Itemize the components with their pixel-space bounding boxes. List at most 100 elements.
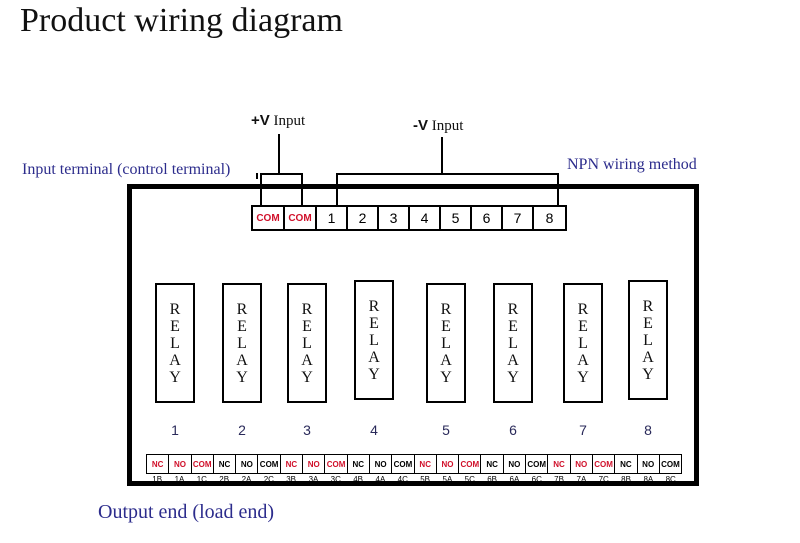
input-terminal-8: 8 <box>545 210 554 226</box>
relay-letter: L <box>170 334 180 352</box>
relay-letter: A <box>301 351 313 369</box>
input-terminal-com-1: COM <box>253 207 285 229</box>
output-terminal-label: 7C <box>598 475 609 484</box>
output-terminal-label: 2A <box>241 475 252 484</box>
relay-letter: A <box>368 348 380 366</box>
output-terminal-label: 3A <box>308 475 319 484</box>
relay-letter: E <box>578 317 588 335</box>
output-terminal-nc: NC <box>147 455 170 473</box>
output-terminal-com: COM <box>459 455 482 473</box>
output-terminal-label: 8B <box>621 475 631 484</box>
relay-letter: E <box>302 317 312 335</box>
relay-letter: L <box>369 331 379 349</box>
relay-number-4: 4 <box>370 422 378 438</box>
plus-v-sign: +V <box>251 112 270 129</box>
relay-letter: A <box>169 351 181 369</box>
output-terminal-nc: NC <box>348 455 370 473</box>
relay-number-8: 8 <box>644 422 652 438</box>
output-terminal-nc: NC <box>548 455 571 473</box>
output-terminal-no: NO <box>437 455 460 473</box>
plus-v-bracket-top <box>260 173 303 175</box>
relay-letter: A <box>642 348 654 366</box>
relay-letter: E <box>508 317 518 335</box>
input-terminal-label: Input terminal (control terminal) <box>22 161 231 178</box>
relay-letter: R <box>642 297 654 315</box>
output-terminal-label: 1A <box>174 475 185 484</box>
input-terminal-3: 3 <box>379 207 410 229</box>
relay-letter: Y <box>642 365 654 383</box>
relay-number-3: 3 <box>303 422 311 438</box>
relay-letter: E <box>643 314 653 332</box>
minus-v-bracket-left <box>336 173 338 206</box>
input-terminal-4: 4 <box>410 207 441 229</box>
output-terminal-label: 2C <box>263 475 274 484</box>
relay-letter: L <box>237 334 247 352</box>
relay-letter: R <box>577 300 589 318</box>
output-terminal-label: 5B <box>420 475 430 484</box>
output-terminal-nc: NC <box>615 455 638 473</box>
plus-v-wire <box>278 134 280 174</box>
relay-number-1: 1 <box>171 422 179 438</box>
output-terminal-com: COM <box>526 455 549 473</box>
relay-number-5: 5 <box>442 422 450 438</box>
relay-letter: Y <box>301 368 313 386</box>
output-terminal-label: 8C <box>665 475 676 484</box>
input-terminal-6: 6 <box>472 207 503 229</box>
relay-letter: Y <box>169 368 181 386</box>
output-terminal-label: 5A <box>442 475 453 484</box>
output-terminal-nc: NC <box>481 455 504 473</box>
output-terminal-label: 4C <box>397 475 408 484</box>
output-terminal-no: NO <box>303 455 326 473</box>
output-terminal-label: 2B <box>219 475 230 484</box>
output-terminal-com: COM <box>392 455 415 473</box>
relay-letter: A <box>440 351 452 369</box>
relay-number-2: 2 <box>238 422 246 438</box>
relay-letter: R <box>440 300 452 318</box>
output-terminal-label: 8A <box>643 475 654 484</box>
relay-letter: E <box>441 317 451 335</box>
plus-v-input-label: +V Input <box>251 112 305 130</box>
output-terminal-com: COM <box>258 455 281 473</box>
input-terminal-5: 5 <box>441 207 472 229</box>
relay-letter: L <box>302 334 312 352</box>
output-terminal-no: NO <box>370 455 393 473</box>
relay-letter: L <box>643 331 653 349</box>
npn-wiring-label: NPN wiring method <box>567 156 697 173</box>
relay-letter: L <box>441 334 451 352</box>
output-terminal-label: 3C <box>330 475 341 484</box>
relay-letter: R <box>236 300 248 318</box>
output-terminal-com: COM <box>325 455 348 473</box>
output-terminal-label: 7A <box>576 475 587 484</box>
relay-letter: Y <box>236 368 248 386</box>
output-terminal-no: NO <box>504 455 527 473</box>
output-terminal-label: 3B <box>286 475 297 484</box>
relay-letter: Y <box>577 368 589 386</box>
relay-letter: R <box>301 300 313 318</box>
relay-letter: A <box>236 351 248 369</box>
input-terminal-com-2: COM <box>285 207 317 229</box>
output-terminal-nc: NC <box>281 455 304 473</box>
input-terminal-leader <box>256 173 258 179</box>
relay-letter: Y <box>507 368 519 386</box>
relay-letter: R <box>368 297 380 315</box>
plus-v-bracket-right <box>301 173 303 206</box>
minus-v-sign: -V <box>413 117 428 134</box>
input-terminal-1: 1 <box>317 207 348 229</box>
plus-v-bracket-left <box>260 173 262 206</box>
relay-letter: E <box>237 317 247 335</box>
minus-v-bracket-top <box>336 173 559 175</box>
output-end-label: Output end (load end) <box>98 501 275 523</box>
minus-v-wire <box>441 137 443 174</box>
output-terminal-label: 7B <box>554 475 564 484</box>
minus-v-input-label: -V Input <box>413 117 463 135</box>
output-terminal-label: 5C <box>464 475 475 484</box>
board-frame <box>127 184 699 486</box>
output-terminal-label: 6B <box>487 475 497 484</box>
